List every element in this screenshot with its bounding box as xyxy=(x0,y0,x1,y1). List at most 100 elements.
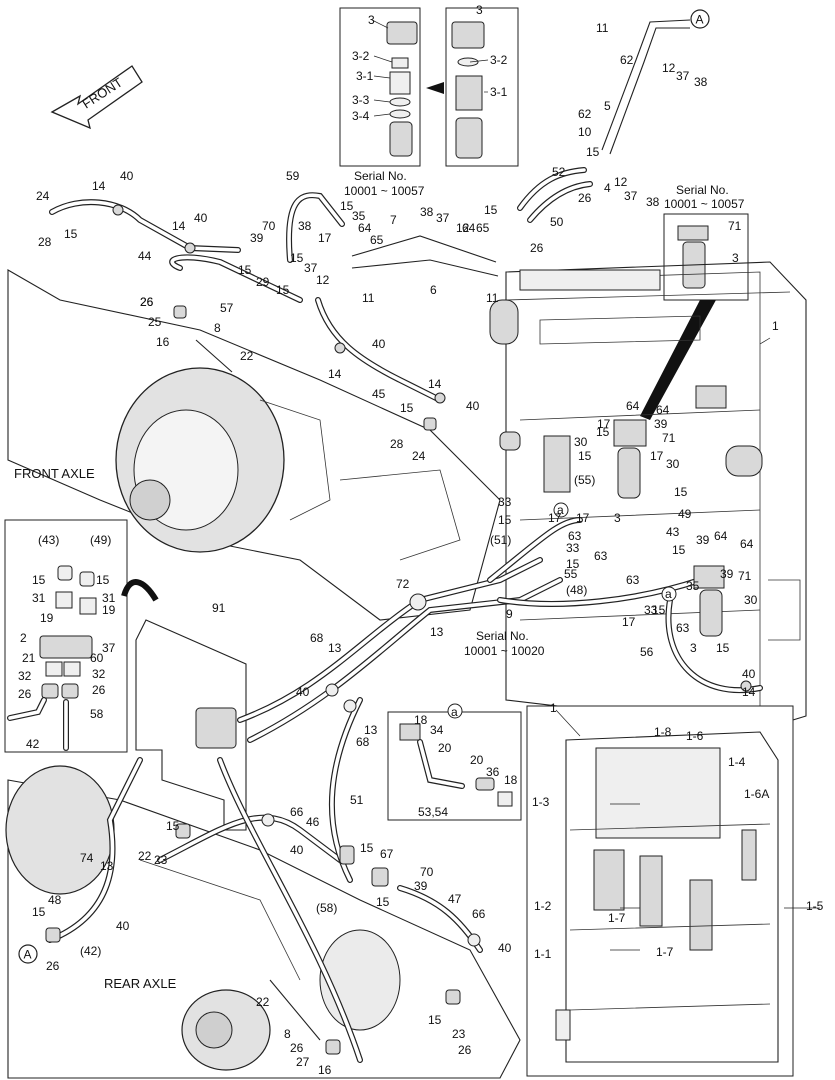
callout-number: 26 xyxy=(46,959,60,973)
callout-number: 18 xyxy=(414,713,428,727)
callout-number: 38 xyxy=(298,219,312,233)
callout-number: 16 xyxy=(156,335,170,349)
callout-number: 13 xyxy=(100,859,114,873)
front-axle-label: FRONT AXLE xyxy=(14,466,95,481)
leader-lines xyxy=(371,19,820,951)
callout-number: 42 xyxy=(26,737,40,751)
marker-a-top-label: A xyxy=(696,13,704,27)
callout-number: 35 xyxy=(686,579,700,593)
callout-number: 27 xyxy=(296,1055,310,1069)
callout-number: 37 xyxy=(304,261,318,275)
callout-number: 11 xyxy=(362,291,375,305)
callout-number: 28 xyxy=(390,437,404,451)
callout-number: 25 xyxy=(148,315,162,329)
callout-number: 17 xyxy=(318,231,332,245)
callout-number: 11 xyxy=(486,291,499,305)
callout-number: 1 xyxy=(772,319,779,333)
marker-a-inset-label: a xyxy=(451,705,458,719)
callout-number: 15 xyxy=(484,203,498,217)
serial-right-line1: Serial No. xyxy=(676,183,729,197)
marker-a-small-2-label: a xyxy=(665,587,672,601)
callout-number: 55 xyxy=(564,567,578,581)
callout-number: 8 xyxy=(214,321,221,335)
callout-number: 37 xyxy=(436,211,450,225)
callout-number: 17 xyxy=(548,511,562,525)
callout-number: 1-1 xyxy=(534,947,552,961)
callout-number: 14 xyxy=(742,685,756,699)
callout-number: 22 xyxy=(256,995,270,1009)
callout-number: 1-2 xyxy=(534,899,552,913)
callout-number: 3-3 xyxy=(352,93,370,107)
filter-box-serial xyxy=(663,213,749,301)
callout-number: 15 xyxy=(166,819,180,833)
callout-number: 38 xyxy=(420,205,434,219)
callout-number: 15 xyxy=(238,263,252,277)
callout-number: 43 xyxy=(666,525,680,539)
callout-number: 51 xyxy=(350,793,364,807)
callout-number: 15 xyxy=(376,895,390,909)
callout-number: 40 xyxy=(742,667,756,681)
callout-number: (58) xyxy=(316,901,337,915)
callout-number: 22 xyxy=(138,849,152,863)
callout-number: 71 xyxy=(738,569,752,583)
callout-number: 40 xyxy=(498,941,512,955)
callout-number: 21 xyxy=(22,651,36,665)
callout-number: 74 xyxy=(80,851,94,865)
callout-number: 39 xyxy=(654,417,668,431)
callout-number: 3 xyxy=(690,641,697,655)
callout-number: 3-1 xyxy=(490,85,508,99)
callout-number: 29 xyxy=(256,275,270,289)
callout-number: 70 xyxy=(262,219,276,233)
callout-number: 39 xyxy=(414,879,428,893)
marker-a-bottom-label: A xyxy=(24,948,32,962)
callout-number: 15 xyxy=(290,251,304,265)
callout-number: 15 xyxy=(674,485,688,499)
callout-number: 40 xyxy=(372,337,386,351)
callout-number: 23 xyxy=(452,1027,466,1041)
callout-number: 28 xyxy=(38,235,52,249)
callout-number: 36 xyxy=(486,765,500,779)
callout-number: 65 xyxy=(370,233,384,247)
callout-number: 40 xyxy=(120,169,134,183)
callout-number: 91 xyxy=(212,601,226,615)
callout-number: 5 xyxy=(604,99,611,113)
callout-number: 53,54 xyxy=(418,805,448,819)
callout-number: 66 xyxy=(290,805,304,819)
callout-number: 15 xyxy=(276,283,290,297)
marker-a-bottom: A xyxy=(18,944,38,964)
callout-number: 1-8 xyxy=(654,725,672,739)
callout-number: 24 xyxy=(36,189,50,203)
callout-number: 49 xyxy=(678,507,692,521)
callout-number: 16 xyxy=(318,1063,332,1077)
callout-number: (55) xyxy=(574,473,595,487)
callout-number: 50 xyxy=(550,215,564,229)
callout-number: 71 xyxy=(728,219,742,233)
callout-number: 59 xyxy=(286,169,300,183)
callout-number: 62 xyxy=(620,53,634,67)
callout-number: 15 xyxy=(566,557,580,571)
callout-number: 15 xyxy=(498,513,512,527)
callout-number: 15 xyxy=(340,199,354,213)
callout-number: 26 xyxy=(18,687,32,701)
callout-number: 7 xyxy=(390,213,397,227)
callout-number: 15 xyxy=(360,841,374,855)
callout-number: 14 xyxy=(172,219,186,233)
callout-number: 37 xyxy=(676,69,690,83)
callout-number: 34 xyxy=(430,723,444,737)
callout-number: 60 xyxy=(90,651,104,665)
callout-number: 31 xyxy=(32,591,46,605)
callout-number: 39 xyxy=(720,567,734,581)
callout-number: 46 xyxy=(306,815,320,829)
serial-mid-line1: Serial No. xyxy=(476,629,529,643)
callout-number: 19 xyxy=(40,611,54,625)
callout-number: 37 xyxy=(624,189,638,203)
callout-number: 15 xyxy=(578,449,592,463)
callout-number: 15 xyxy=(586,145,600,159)
callout-number: 38 xyxy=(646,195,660,209)
callout-number: 63 xyxy=(676,621,690,635)
callout-number: 40 xyxy=(296,685,310,699)
callout-number: 9 xyxy=(506,607,513,621)
callout-number: 12 xyxy=(614,175,628,189)
